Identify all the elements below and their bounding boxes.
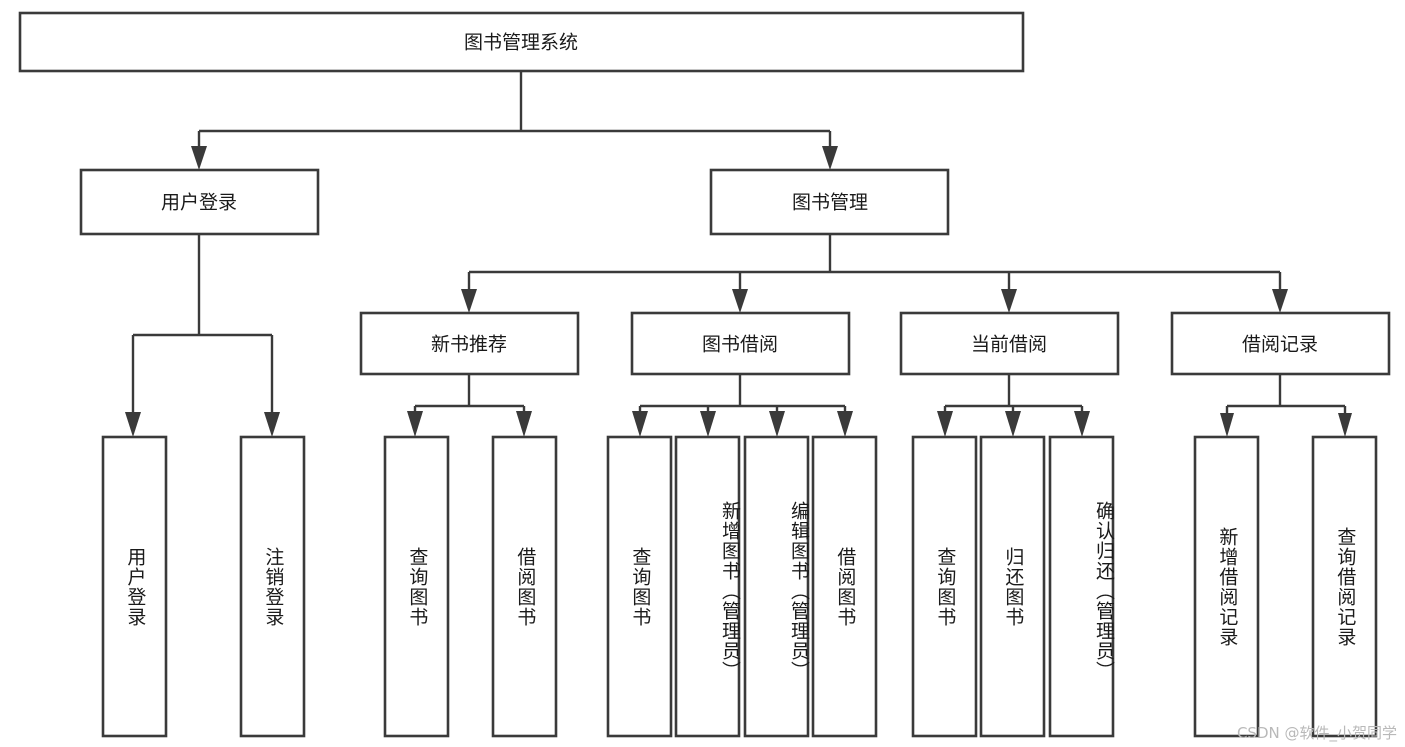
arrow-leaf-edit-book <box>769 411 785 437</box>
node-current-borrow-label: 当前借阅 <box>971 334 1047 356</box>
node-new-book-rec-label: 新书推荐 <box>431 334 507 356</box>
node-root-label: 图书管理系统 <box>464 32 578 54</box>
leaf-confirm-return-box[interactable] <box>1048 435 1115 738</box>
arrow-book-borrow <box>732 289 748 313</box>
node-user-login-label: 用户登录 <box>161 192 237 214</box>
leaf-query-record-box[interactable] <box>1311 435 1378 738</box>
arrow-leaf-add-record <box>1220 413 1234 437</box>
arrow-leaf-logout <box>264 412 280 437</box>
node-new-book-rec-box[interactable] <box>359 311 580 376</box>
arrow-new-book-rec <box>461 289 477 313</box>
arrow-leaf-user-login <box>125 412 141 437</box>
leaf-query-book-3-box[interactable] <box>911 435 978 738</box>
leaf-query-book-1-box[interactable] <box>383 435 450 738</box>
arrow-leaf-borrow-book-1 <box>516 411 532 437</box>
arrow-leaf-query-book-2 <box>632 411 648 437</box>
leaf-logout-box[interactable] <box>239 435 306 738</box>
leaf-user-login-box[interactable] <box>101 435 168 738</box>
node-root-box[interactable] <box>18 11 1025 73</box>
leaf-borrow-book-1-box[interactable] <box>491 435 558 738</box>
arrow-leaf-borrow-book-2 <box>837 411 853 437</box>
arrow-leaf-query-record <box>1338 413 1352 437</box>
arrow-user-login <box>191 146 207 170</box>
leaf-add-record-box[interactable] <box>1193 435 1260 738</box>
arrow-book-manage <box>822 146 838 170</box>
arrow-current-borrow <box>1001 289 1017 313</box>
leaf-borrow-book-2-box[interactable] <box>811 435 878 738</box>
leaf-edit-book-box[interactable] <box>743 435 810 738</box>
node-borrow-record-box[interactable] <box>1170 311 1391 376</box>
node-book-borrow-box[interactable] <box>630 311 851 376</box>
node-book-manage-box[interactable] <box>709 168 950 236</box>
node-current-borrow-box[interactable] <box>899 311 1120 376</box>
arrow-leaf-add-book <box>700 411 716 437</box>
arrow-leaf-query-book-1 <box>407 411 423 437</box>
node-borrow-record-label: 借阅记录 <box>1242 334 1318 356</box>
leaf-query-book-2-box[interactable] <box>606 435 673 738</box>
arrow-borrow-record <box>1272 289 1288 313</box>
arrow-leaf-query-book-3 <box>937 411 953 437</box>
node-layer: 图书管理系统 用户登录 图书管理 新书推荐 图书借阅 当前借阅 借阅记录 <box>18 11 1391 738</box>
node-book-borrow-label: 图书借阅 <box>702 334 778 356</box>
arrow-leaf-confirm-return <box>1074 411 1090 437</box>
arrow-leaf-return-book <box>1005 411 1021 437</box>
node-book-manage-label: 图书管理 <box>792 192 868 214</box>
connector-layer <box>125 71 1352 437</box>
leaf-add-book-box[interactable] <box>674 435 741 738</box>
leaf-return-book-box[interactable] <box>979 435 1046 738</box>
node-user-login-box[interactable] <box>79 168 320 236</box>
watermark-text: CSDN @软件_小贺同学 <box>1236 724 1397 742</box>
